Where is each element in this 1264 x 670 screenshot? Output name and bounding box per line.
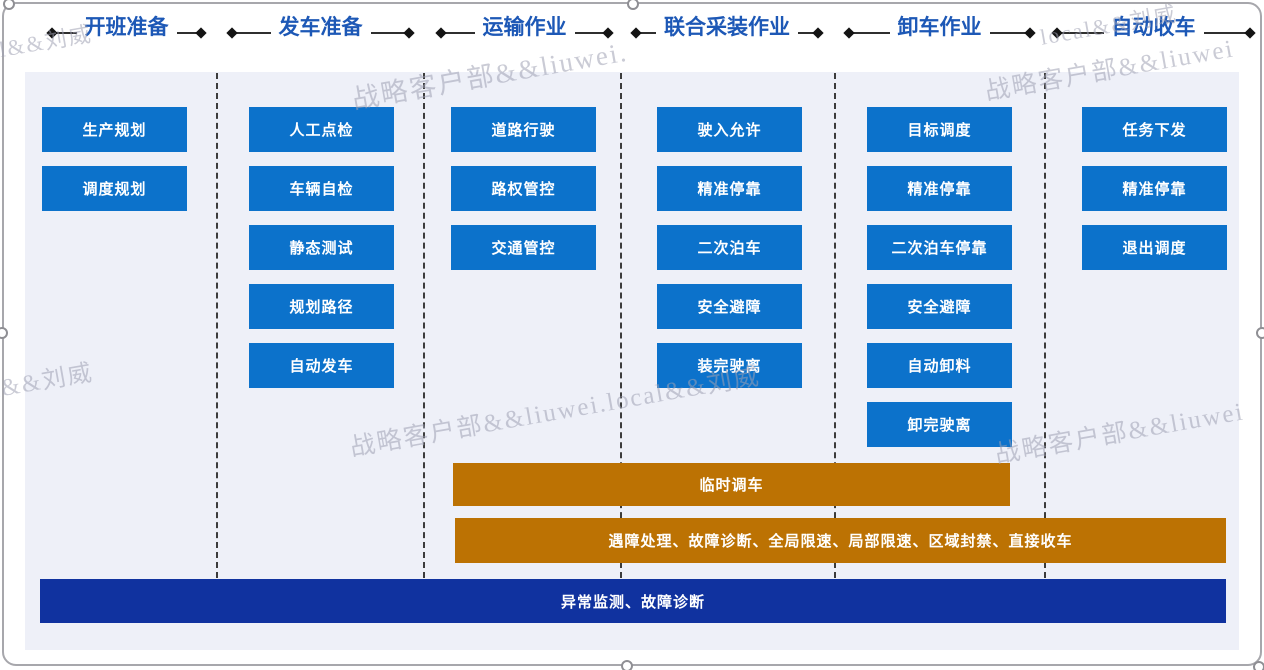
connector-line [1061,32,1104,34]
task-box[interactable]: 精准停靠 [867,166,1012,211]
connector-line [236,32,271,34]
task-stack-auto-return: 任务下发 精准停靠 退出调度 [1082,107,1227,284]
task-box[interactable]: 调度规划 [42,166,187,211]
connector-line [1203,32,1246,34]
task-box[interactable]: 静态测试 [249,225,394,270]
connector-line [640,32,656,34]
diamond-endpoint-icon [1244,27,1256,39]
task-box[interactable]: 路权管控 [451,166,596,211]
task-box[interactable]: 退出调度 [1082,225,1227,270]
task-box[interactable]: 自动发车 [249,343,394,388]
phase-header-auto-return: 自动收车 [1051,14,1256,52]
task-box[interactable]: 卸完驶离 [867,402,1012,447]
task-box[interactable]: 精准停靠 [1082,166,1227,211]
diamond-endpoint-icon [435,27,447,39]
task-stack-joint-loading: 驶入允许 精准停靠 二次泊车 安全避障 装完驶离 [657,107,802,402]
phase-header-transport: 运输作业 [435,14,614,52]
connector-line [445,32,475,34]
phase-title: 开班准备 [84,16,169,39]
task-stack-unloading: 目标调度 精准停靠 二次泊车停靠 安全避障 自动卸料 卸完驶离 [867,107,1012,461]
task-box[interactable]: 驶入允许 [657,107,802,152]
task-stack-shift-prep: 生产规划 调度规划 [42,107,187,225]
phase-divider-4 [834,73,836,578]
diamond-endpoint-icon [403,27,415,39]
band-temporary-dispatch[interactable]: 临时调车 [453,463,1010,506]
phase-title: 运输作业 [482,16,567,39]
phase-title: 发车准备 [278,16,363,39]
task-box[interactable]: 二次泊车 [657,225,802,270]
connector-line [853,32,890,34]
phase-title: 卸车作业 [897,16,982,39]
diagram-panel-background [25,72,1239,650]
selection-handle-top-center[interactable] [627,0,639,10]
band-exception-handling[interactable]: 遇障处理、故障诊断、全局限速、局部限速、区域封禁、直接收车 [455,518,1226,563]
task-box[interactable]: 精准停靠 [657,166,802,211]
task-box[interactable]: 二次泊车停靠 [867,225,1012,270]
diamond-endpoint-icon [602,27,614,39]
diamond-endpoint-icon [195,27,207,39]
connector-line [798,32,814,34]
connector-line [574,32,604,34]
task-box[interactable]: 任务下发 [1082,107,1227,152]
task-box[interactable]: 安全避障 [657,284,802,329]
diamond-endpoint-icon [1024,27,1036,39]
phase-title: 自动收车 [1111,16,1196,39]
phase-divider-5 [1044,73,1046,578]
diamond-endpoint-icon [226,27,238,39]
task-box[interactable]: 装完驶离 [657,343,802,388]
task-box[interactable]: 交通管控 [451,225,596,270]
diamond-endpoint-icon [812,27,824,39]
connector-line [989,32,1026,34]
selection-handle-left-middle[interactable] [0,327,8,339]
connector-line [56,32,77,34]
phase-title: 联合采装作业 [664,16,790,39]
task-box[interactable]: 道路行驶 [451,107,596,152]
connector-line [176,32,197,34]
diamond-endpoint-icon [1051,27,1063,39]
phase-header-shift-prep: 开班准备 [46,14,207,52]
diamond-endpoint-icon [630,27,642,39]
phase-divider-3 [620,73,622,578]
task-box[interactable]: 生产规划 [42,107,187,152]
selection-handle-bottom-center[interactable] [621,660,633,670]
selection-handle-bottom-right[interactable] [1253,661,1264,670]
phase-divider-1 [216,73,218,578]
phase-header-joint-loading: 联合采装作业 [630,14,824,52]
band-monitoring-diagnosis[interactable]: 异常监测、故障诊断 [40,579,1226,623]
selection-handle-right-middle[interactable] [1256,327,1264,339]
task-stack-transport: 道路行驶 路权管控 交通管控 [451,107,596,284]
task-box[interactable]: 目标调度 [867,107,1012,152]
task-stack-departure-prep: 人工点检 车辆自检 静态测试 规划路径 自动发车 [249,107,394,402]
selection-handle-top-left[interactable] [3,0,15,10]
task-box[interactable]: 安全避障 [867,284,1012,329]
phase-header-departure-prep: 发车准备 [226,14,415,52]
diamond-endpoint-icon [843,27,855,39]
task-box[interactable]: 车辆自检 [249,166,394,211]
phase-divider-2 [423,73,425,578]
diamond-endpoint-icon [46,27,58,39]
task-box[interactable]: 人工点检 [249,107,394,152]
phase-header-unloading: 卸车作业 [843,14,1036,52]
task-box[interactable]: 自动卸料 [867,343,1012,388]
connector-line [370,32,405,34]
task-box[interactable]: 规划路径 [249,284,394,329]
